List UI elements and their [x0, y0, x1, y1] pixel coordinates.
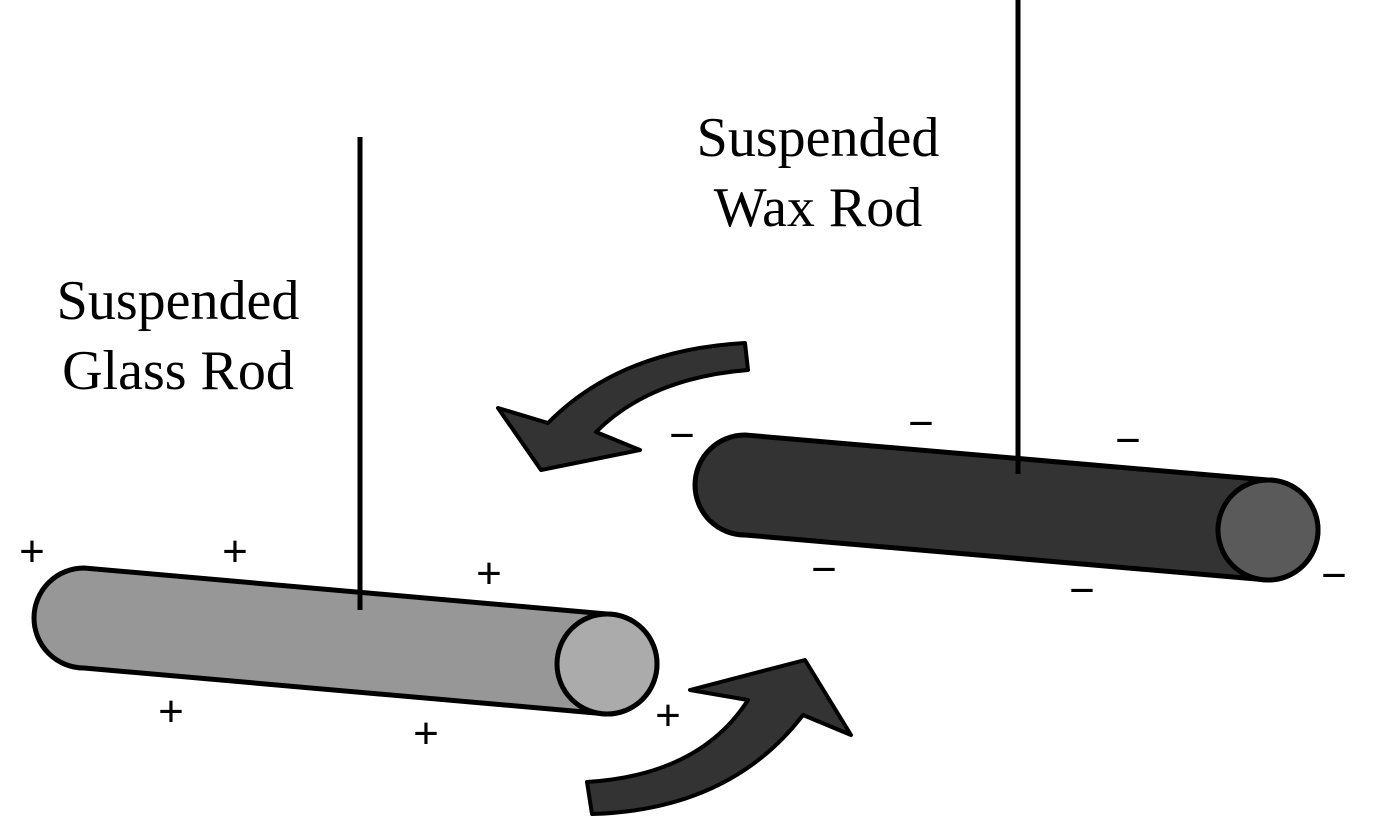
plus-sign: + [222, 527, 248, 576]
wax-rod-end-cap [1215, 477, 1321, 583]
wax-rod-label-line-2: Wax Rod [713, 177, 923, 239]
glass-rod-end-cap [554, 611, 660, 717]
glass-rod-label: Suspended Glass Rod [28, 266, 328, 406]
glass-rod-label-line-1: Suspended [56, 270, 300, 332]
plus-sign: + [476, 549, 502, 598]
minus-sign: − [908, 399, 934, 448]
curved-arrow-right-icon [585, 658, 853, 816]
wax-rod-label-line-1: Suspended [696, 107, 940, 169]
wax-rod-label: Suspended Wax Rod [668, 103, 968, 243]
wax-rod [692, 432, 1321, 583]
minus-sign: − [811, 545, 837, 594]
plus-sign: + [655, 691, 681, 740]
glass-rod [31, 565, 660, 717]
minus-sign: − [1069, 566, 1095, 615]
wax-rod-charges: − − − − − − [669, 399, 1347, 615]
glass-rod-label-line-2: Glass Rod [62, 340, 294, 402]
minus-sign: − [1321, 551, 1347, 600]
glass-rod-charges: + + + + + + [19, 527, 681, 758]
plus-sign: + [413, 709, 439, 758]
plus-sign: + [158, 687, 184, 736]
minus-sign: − [669, 411, 695, 460]
minus-sign: − [1115, 416, 1141, 465]
plus-sign: + [19, 527, 45, 576]
curved-arrow-left-icon [496, 341, 750, 472]
